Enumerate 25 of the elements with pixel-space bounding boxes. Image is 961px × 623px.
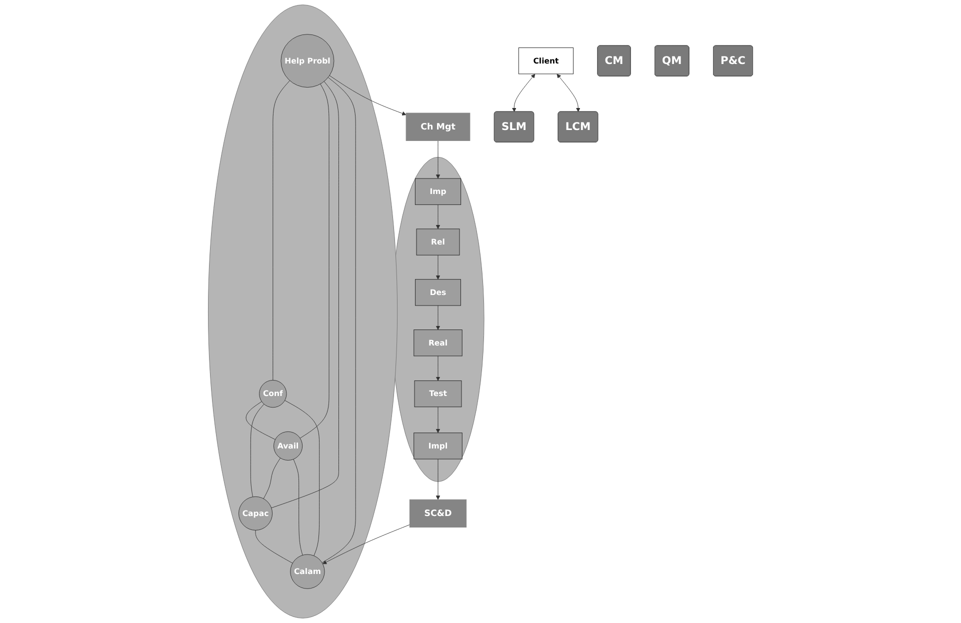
node-circle (280, 34, 334, 88)
connector (284, 400, 320, 556)
node-box (414, 432, 462, 460)
node-box (414, 330, 462, 356)
node-circle (238, 496, 273, 530)
connector (255, 530, 293, 564)
node-box (415, 279, 461, 306)
node-box (406, 112, 470, 141)
node-circle (259, 380, 287, 408)
connector (322, 77, 356, 563)
connector (272, 80, 290, 380)
node-box (409, 499, 467, 528)
connector (271, 81, 339, 508)
cluster (208, 4, 398, 618)
connector (250, 404, 264, 498)
node-box (414, 178, 462, 205)
node-box (416, 228, 460, 256)
connector (300, 84, 330, 438)
connector (263, 458, 281, 499)
connector (246, 401, 276, 440)
node-box (414, 380, 462, 408)
node-circle (274, 431, 303, 461)
node-box (518, 48, 574, 74)
node-circle (290, 554, 325, 589)
connector (293, 458, 303, 556)
